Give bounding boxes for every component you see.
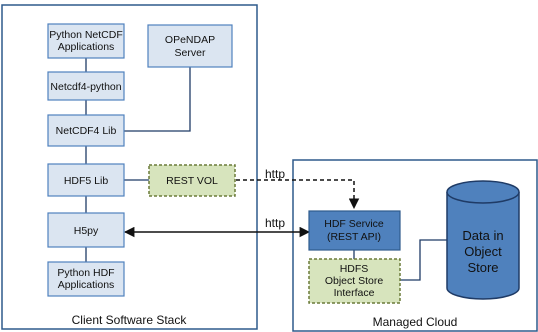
hdfs-interface-line3: Interface <box>334 287 375 299</box>
h5py-label: H5py <box>74 225 99 237</box>
stack-connectors <box>85 58 191 262</box>
python-hdf-apps-line2: Applications <box>58 279 115 291</box>
hdf-service-line2: (REST API) <box>327 231 381 243</box>
object-store-line3: Store <box>467 260 498 275</box>
node-hdf5-lib: HDF5 Lib <box>47 163 125 197</box>
client-stack-caption: Client Software Stack <box>72 313 188 327</box>
http-label-h5py: http <box>265 216 285 230</box>
python-netcdf-apps-line2: Applications <box>58 41 115 53</box>
http-label-restvol: http <box>265 167 285 181</box>
python-hdf-apps-line1: Python HDF <box>57 267 114 279</box>
opendap-server-line2: Server <box>175 47 206 59</box>
rest-vol-label: REST VOL <box>166 175 218 187</box>
node-python-netcdf-apps: Python NetCDF Applications <box>47 23 125 59</box>
object-store-cylinder: Data in Object Store <box>446 180 520 300</box>
edge-netcdf4lib-to-opendap <box>123 67 191 132</box>
node-opendap-server: OPeNDAP Server <box>147 24 233 68</box>
object-store-line2: Object <box>464 244 502 259</box>
hdfs-interface-line1: HDFS <box>340 263 369 275</box>
managed-cloud-caption: Managed Cloud <box>373 315 458 329</box>
object-store-line1: Data in <box>462 228 503 243</box>
node-python-hdf-apps: Python HDF Applications <box>47 261 125 297</box>
node-netcdf4-python: Netcdf4-python <box>47 71 125 101</box>
http-edge-restvol-service <box>236 179 360 210</box>
node-h5py: H5py <box>47 212 125 248</box>
node-netcdf4-lib: NetCDF4 Lib <box>47 114 125 147</box>
edge-interface-to-store <box>400 239 447 281</box>
opendap-server-line1: OPeNDAP <box>165 34 215 46</box>
hdf-service-line1: HDF Service <box>324 218 384 230</box>
node-hdfs-interface: HDFS Object Store Interface <box>308 258 401 304</box>
python-netcdf-apps-line1: Python NetCDF <box>49 29 123 41</box>
hdfs-interface-line2: Object Store <box>325 275 384 287</box>
cloud-connectors <box>353 239 447 281</box>
netcdf4-lib-label: NetCDF4 Lib <box>56 125 117 137</box>
hdf5-lib-label: HDF5 Lib <box>64 175 109 187</box>
netcdf4-python-label: Netcdf4-python <box>50 81 121 93</box>
node-rest-vol: REST VOL <box>148 164 236 197</box>
node-hdf-service: HDF Service (REST API) <box>308 210 401 251</box>
